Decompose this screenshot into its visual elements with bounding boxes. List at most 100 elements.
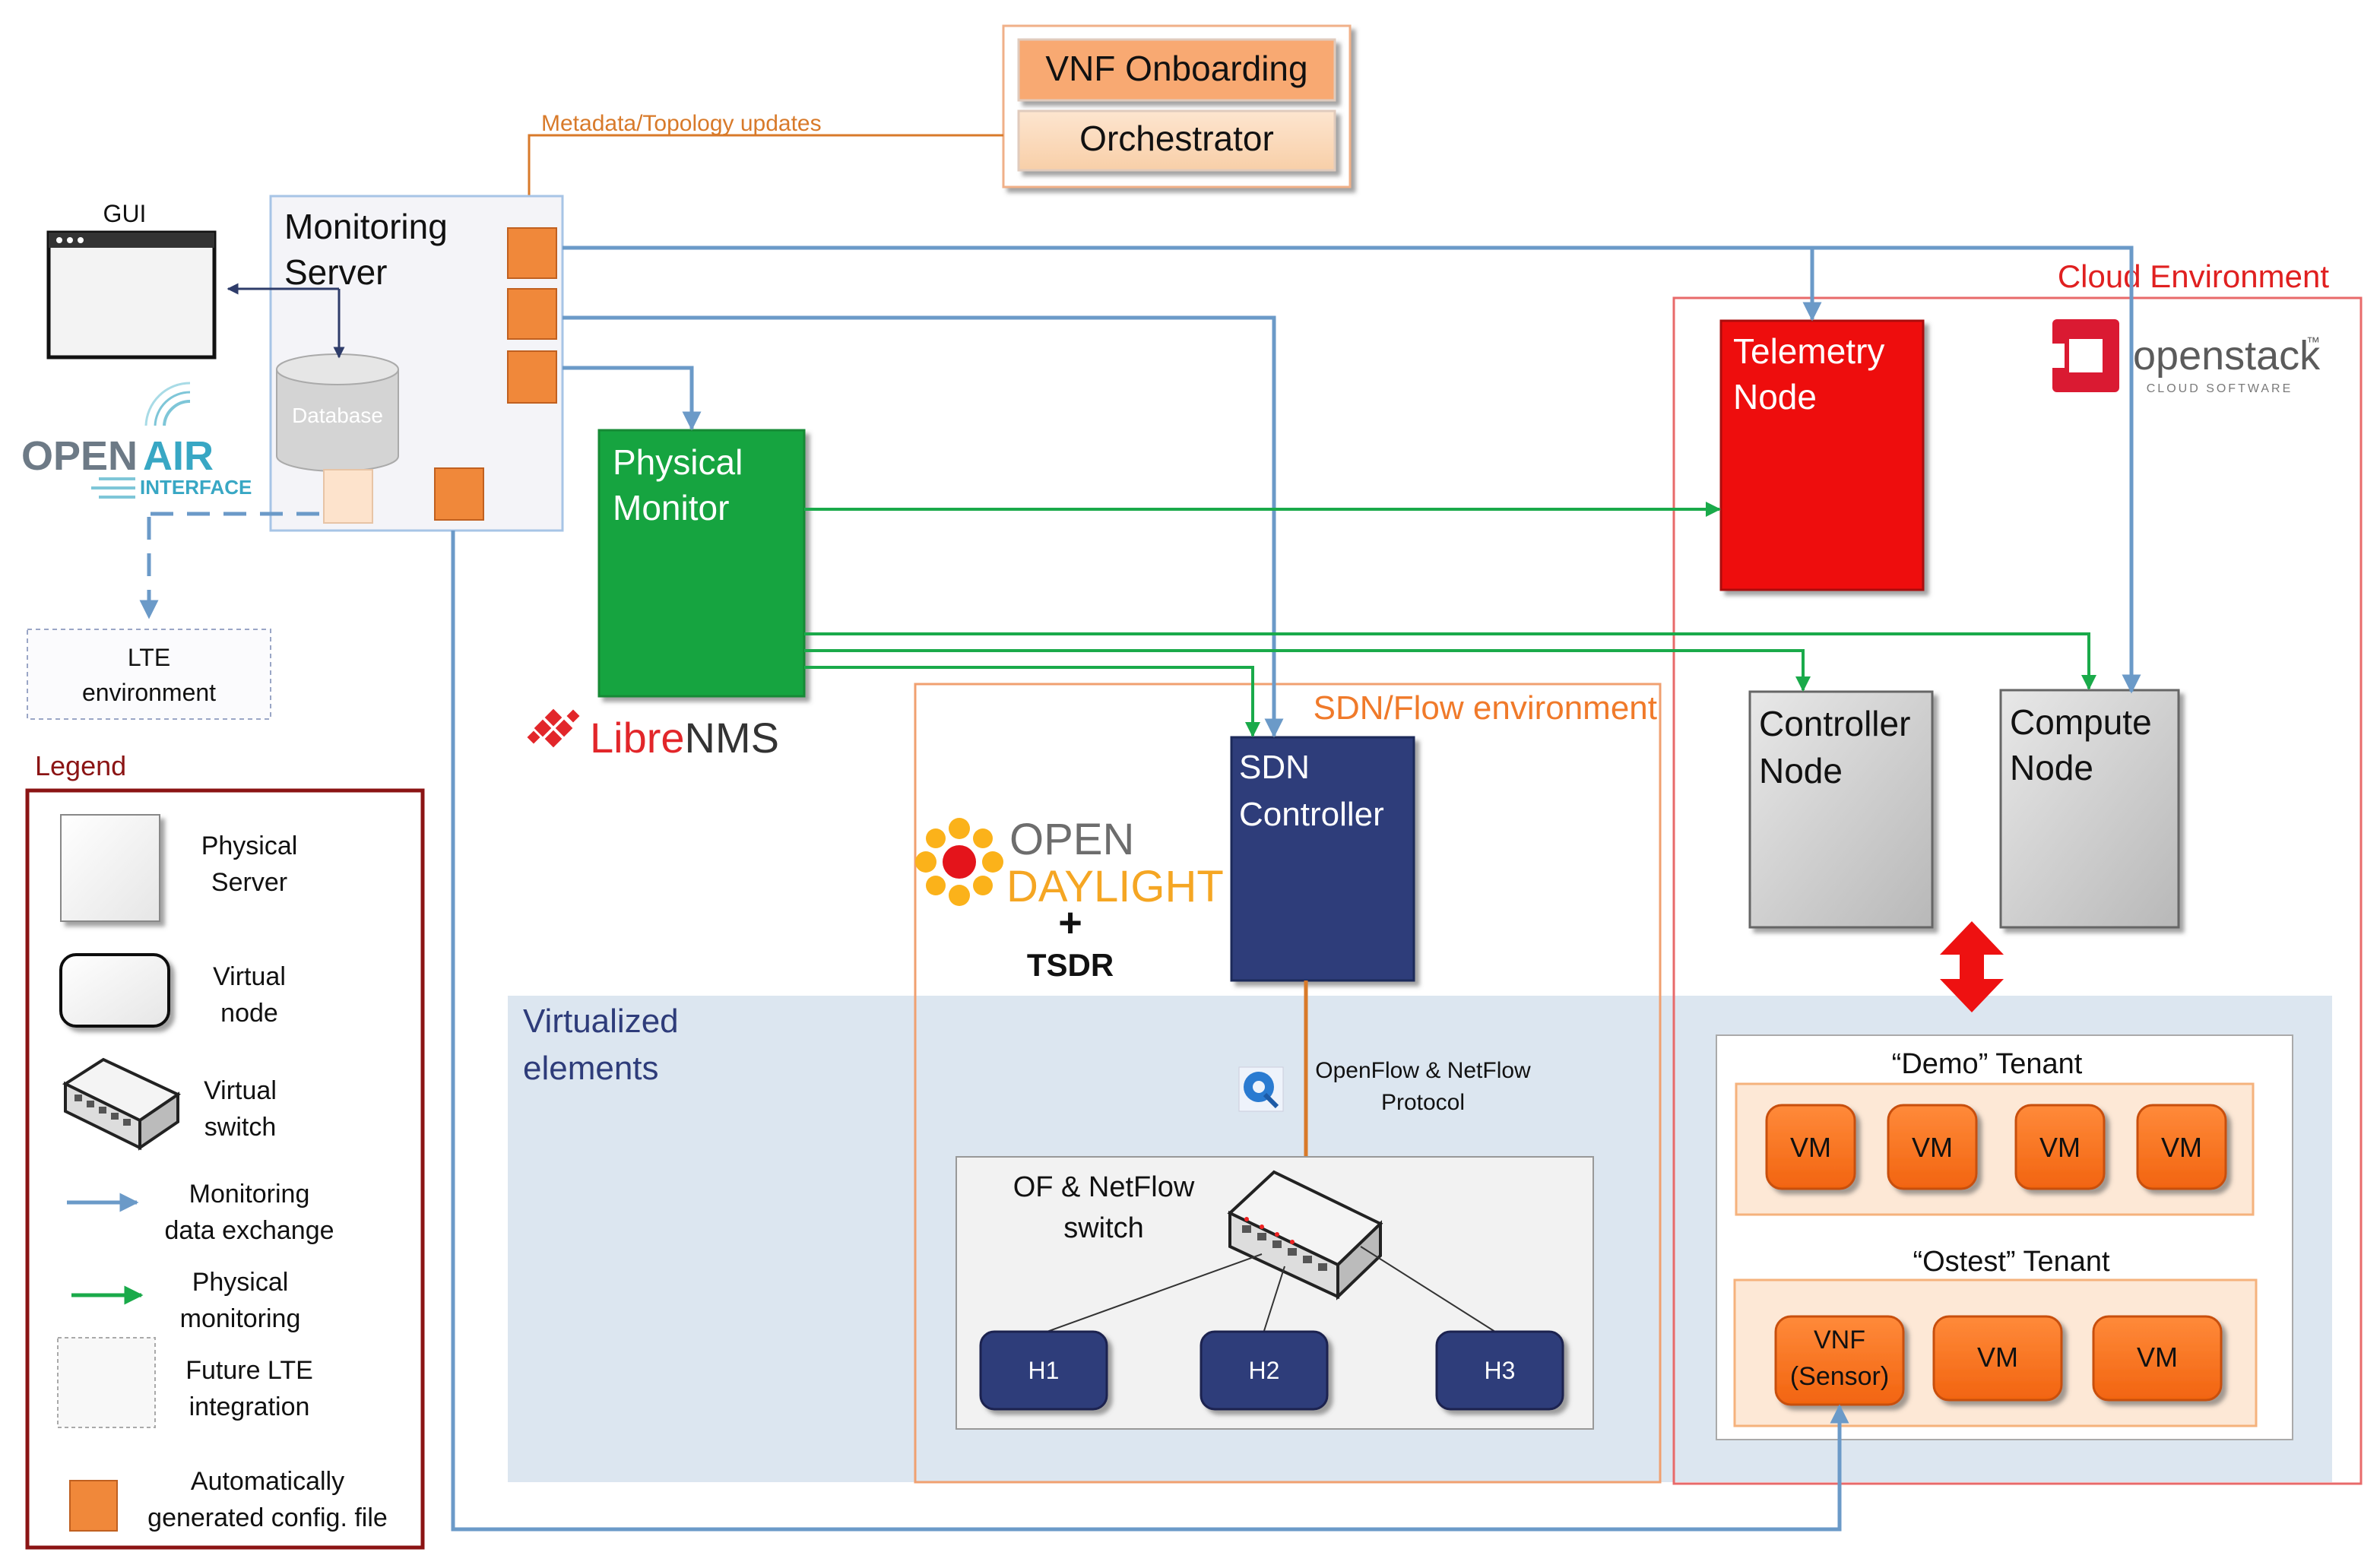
physical-monitoring-sdn bbox=[804, 666, 1260, 737]
legend-virtual-switch-label-2: switch bbox=[204, 1113, 276, 1142]
legend-physical-server-label-2: Server bbox=[211, 868, 287, 897]
svg-text:H3: H3 bbox=[1485, 1357, 1516, 1384]
legend-auto-config-label-2: generated config. file bbox=[147, 1503, 388, 1532]
openstack-icon bbox=[2046, 319, 2119, 392]
host-link bbox=[1042, 1253, 1263, 1334]
opendaylight-word-daylight: DAYLIGHT bbox=[1006, 862, 1224, 911]
legend-physical-server-label-1: Physical bbox=[201, 832, 298, 860]
vm-node: VM bbox=[2014, 1104, 2106, 1190]
opendaylight-word-open: OPEN bbox=[1009, 815, 1134, 864]
monitoring-link-physical-monitor bbox=[563, 366, 702, 431]
orchestrator-box bbox=[1017, 109, 1336, 172]
host-h3: H3 bbox=[1435, 1330, 1564, 1411]
openstack-tm: ™ bbox=[2306, 334, 2320, 350]
openair-word-open: OPEN bbox=[21, 433, 138, 479]
controller-node-label-2: Node bbox=[1759, 751, 1843, 790]
vm-node: VM bbox=[1765, 1104, 1856, 1190]
svg-text:VM: VM bbox=[2161, 1132, 2202, 1163]
openstack-subtitle: CLOUD SOFTWARE bbox=[2147, 382, 2293, 395]
svg-text:VM: VM bbox=[1790, 1132, 1831, 1163]
metadata-arrow bbox=[523, 134, 1003, 222]
lte-environment-box bbox=[27, 629, 271, 720]
network-switch-icon bbox=[1227, 1170, 1383, 1300]
metadata-label: Metadata/Topology updates bbox=[541, 111, 822, 136]
vm-node: VM bbox=[1932, 1315, 2063, 1402]
vnf-sensor-node: VNF (Sensor) bbox=[1774, 1315, 1905, 1406]
config-file-icon bbox=[434, 467, 484, 521]
openflow-label-1: OpenFlow & NetFlow bbox=[1315, 1058, 1531, 1083]
telemetry-node-label-1: Telemetry bbox=[1733, 331, 1884, 371]
vnf-onboarding-label: VNF Onboarding bbox=[1045, 49, 1307, 88]
legend-virtual-node-label-1: Virtual bbox=[213, 962, 286, 991]
legend-config-file-icon bbox=[69, 1480, 118, 1532]
monitoring-link-vnf bbox=[451, 531, 1849, 1532]
wireshark-icon bbox=[1238, 1066, 1284, 1112]
compute-node-box bbox=[1999, 689, 2180, 929]
legend-virtual-node-label-2: node bbox=[220, 999, 278, 1028]
monitoring-link-compute bbox=[563, 246, 2141, 694]
sdn-controller-label-1: SDN bbox=[1239, 749, 1310, 786]
vm-node: VM bbox=[2136, 1104, 2227, 1190]
monitoring-server-label-2: Server bbox=[284, 252, 387, 292]
cloud-environment-label: Cloud Environment bbox=[2058, 258, 2330, 294]
svg-text:VNF: VNF bbox=[1814, 1326, 1865, 1354]
openair-word-interface: INTERFACE bbox=[140, 476, 252, 499]
legend-physical-server-icon bbox=[60, 814, 160, 922]
librenms-logo: LibreNMS bbox=[590, 714, 779, 762]
legend-virtual-node-icon bbox=[59, 953, 170, 1028]
legend-physical-monitoring-label-1: Physical bbox=[192, 1268, 289, 1297]
opendaylight-icon bbox=[915, 818, 1003, 906]
telemetry-node-box bbox=[1719, 319, 1925, 591]
config-file-icon bbox=[507, 350, 557, 404]
svg-text:VM: VM bbox=[1912, 1132, 1953, 1163]
host-link bbox=[1263, 1266, 1285, 1334]
cloud-environment-border bbox=[1672, 296, 2363, 1485]
physical-monitor-label-1: Physical bbox=[613, 442, 743, 482]
of-switch-label-2: switch bbox=[1063, 1212, 1144, 1244]
openair-word-air: AIR bbox=[143, 433, 214, 479]
lte-environment-label-2: environment bbox=[82, 679, 216, 706]
host-h2: H2 bbox=[1200, 1330, 1329, 1411]
physical-monitoring-controller bbox=[804, 649, 1811, 692]
openstack-logo: openstack bbox=[2133, 333, 2321, 379]
svg-text:VM: VM bbox=[2137, 1342, 2178, 1373]
legend-monitoring-label-2: data exchange bbox=[164, 1216, 334, 1245]
orchestrator-label: Orchestrator bbox=[1079, 119, 1274, 158]
vnf-onboarding-box bbox=[1017, 38, 1336, 102]
sdn-controller-label-2: Controller bbox=[1239, 796, 1384, 833]
openair-logo bbox=[91, 382, 191, 499]
legend-physical-monitoring-label-2: monitoring bbox=[180, 1304, 301, 1333]
virtualized-elements-label-2: elements bbox=[523, 1050, 659, 1087]
sdn-environment-border bbox=[914, 683, 1662, 1484]
controller-node-label-1: Controller bbox=[1759, 704, 1910, 743]
compute-node-label-1: Compute bbox=[2010, 702, 2152, 742]
database-label: Database bbox=[292, 404, 383, 427]
virtualized-elements-label-1: Virtualized bbox=[523, 1003, 679, 1040]
monitoring-link-sdn bbox=[563, 315, 1284, 738]
controller-node-box bbox=[1748, 690, 1934, 929]
telemetry-node-label-2: Node bbox=[1733, 377, 1817, 417]
compute-node-label-2: Node bbox=[2010, 748, 2093, 787]
monitoring-server-label-1: Monitoring bbox=[284, 207, 448, 246]
legend-future-lte-label-2: integration bbox=[189, 1392, 310, 1421]
vm-node: VM bbox=[2092, 1315, 2223, 1402]
svg-text:VM: VM bbox=[2039, 1132, 2081, 1163]
config-file-icon bbox=[507, 227, 557, 279]
database-icon bbox=[276, 353, 399, 472]
gui-label: GUI bbox=[103, 200, 147, 227]
of-switch-label-1: OF & NetFlow bbox=[1013, 1171, 1195, 1203]
legend-monitoring-label-1: Monitoring bbox=[189, 1180, 310, 1209]
svg-text:(Sensor): (Sensor) bbox=[1790, 1362, 1889, 1391]
legend-future-lte-label-1: Future LTE bbox=[185, 1356, 313, 1385]
config-file-icon bbox=[507, 288, 557, 340]
svg-text:H2: H2 bbox=[1249, 1357, 1280, 1384]
vm-node: VM bbox=[1887, 1104, 1978, 1190]
sdn-environment-label: SDN/Flow environment bbox=[1314, 689, 1657, 727]
physical-monitoring-compute bbox=[804, 632, 2096, 690]
demo-tenant-label: “Demo” Tenant bbox=[1892, 1048, 2083, 1080]
svg-text:H1: H1 bbox=[1028, 1357, 1060, 1384]
double-arrow-icon bbox=[1940, 921, 2004, 1012]
gui-window-icon bbox=[46, 230, 217, 360]
legend-virtual-switch-icon bbox=[62, 1057, 182, 1151]
host-link bbox=[1360, 1246, 1498, 1334]
